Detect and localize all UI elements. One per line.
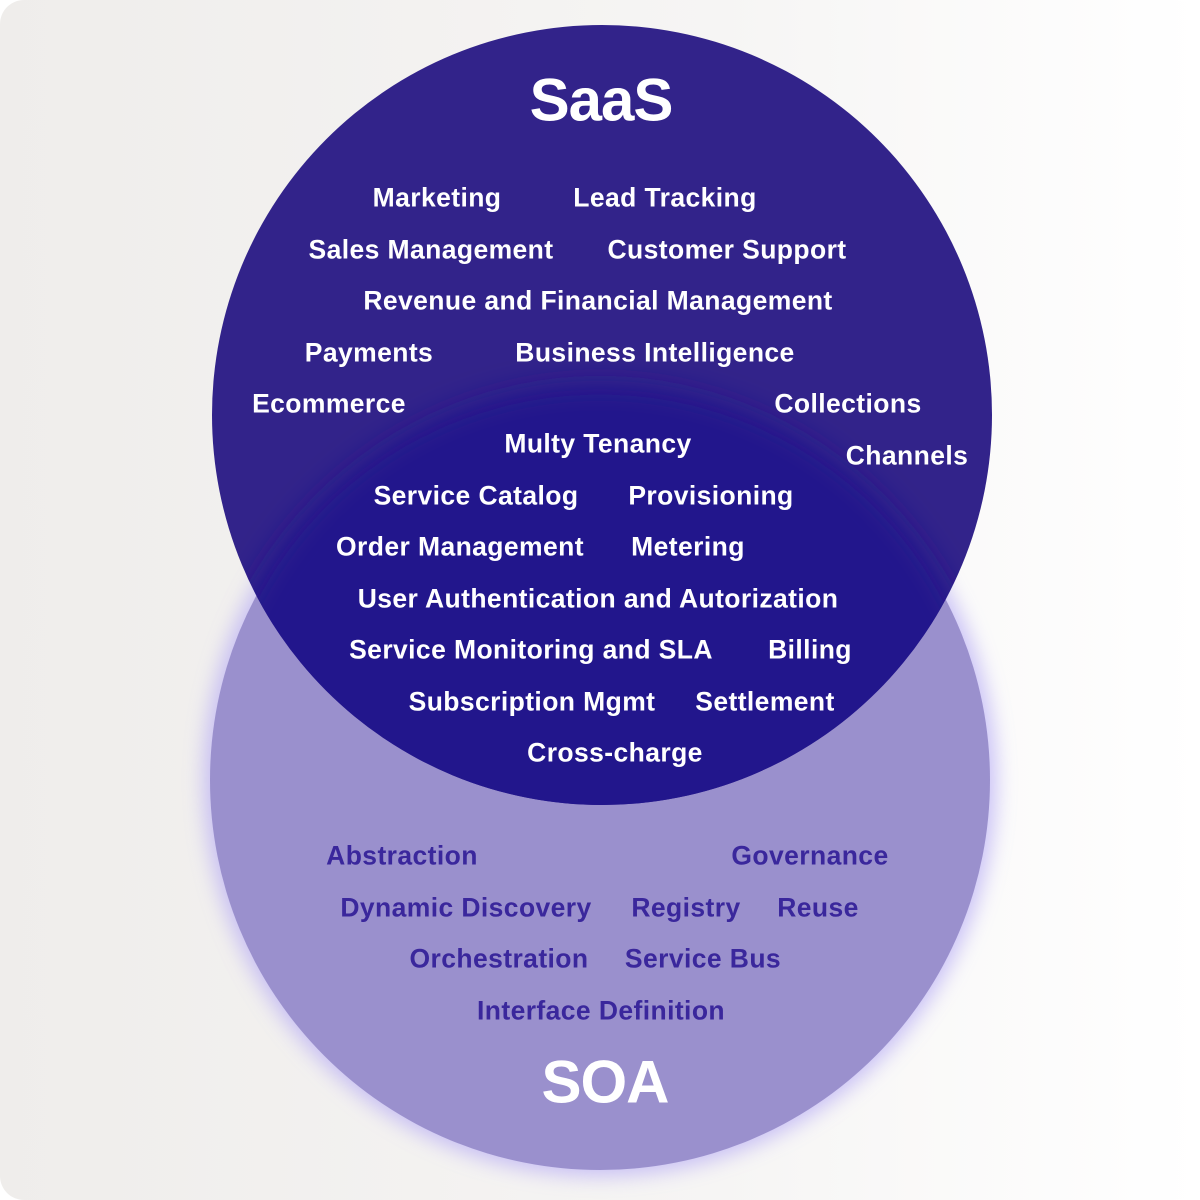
shared-item-service-catalog: Service Catalog [373, 480, 579, 511]
soa-item-abstraction: Abstraction [326, 840, 478, 871]
soa-item-dynamic-discovery: Dynamic Discovery [340, 892, 592, 923]
shared-item-user-auth: User Authentication and Autorization [357, 583, 839, 614]
saas-item-payments: Payments [304, 337, 434, 368]
shared-item-order-management: Order Management [336, 531, 584, 562]
soa-item-service-bus: Service Bus [624, 943, 782, 974]
shared-item-billing: Billing [768, 634, 852, 665]
saas-item-ecommerce: Ecommerce [252, 388, 406, 419]
shared-item-provisioning: Provisioning [628, 480, 794, 511]
saas-item-revenue: Revenue and Financial Management [363, 285, 833, 316]
soa-item-reuse: Reuse [777, 892, 859, 923]
shared-item-settlement: Settlement [695, 686, 835, 717]
shared-item-service-monitoring: Service Monitoring and SLA [349, 634, 713, 665]
soa-item-governance: Governance [731, 840, 889, 871]
saas-item-lead-tracking: Lead Tracking [573, 182, 757, 213]
shared-item-metering: Metering [631, 531, 745, 562]
soa-item-orchestration: Orchestration [409, 943, 589, 974]
saas-item-business-intelligence: Business Intelligence [515, 337, 795, 368]
shared-item-cross-charge: Cross-charge [527, 737, 703, 768]
intersection-region [212, 385, 992, 805]
saas-item-collections: Collections [774, 388, 922, 419]
saas-item-channels: Channels [845, 440, 969, 471]
shared-item-subscription: Subscription Mgmt [408, 686, 656, 717]
soa-item-interface-definition: Interface Definition [476, 995, 726, 1026]
saas-item-sales-management: Sales Management [308, 234, 554, 265]
saas-item-customer-support: Customer Support [607, 234, 847, 265]
soa-title: SOA [541, 1048, 669, 1116]
saas-item-marketing: Marketing [372, 182, 502, 213]
shared-item-multy-tenancy: Multy Tenancy [504, 428, 692, 459]
soa-item-registry: Registry [631, 892, 741, 923]
saas-title: SaaS [529, 66, 674, 134]
